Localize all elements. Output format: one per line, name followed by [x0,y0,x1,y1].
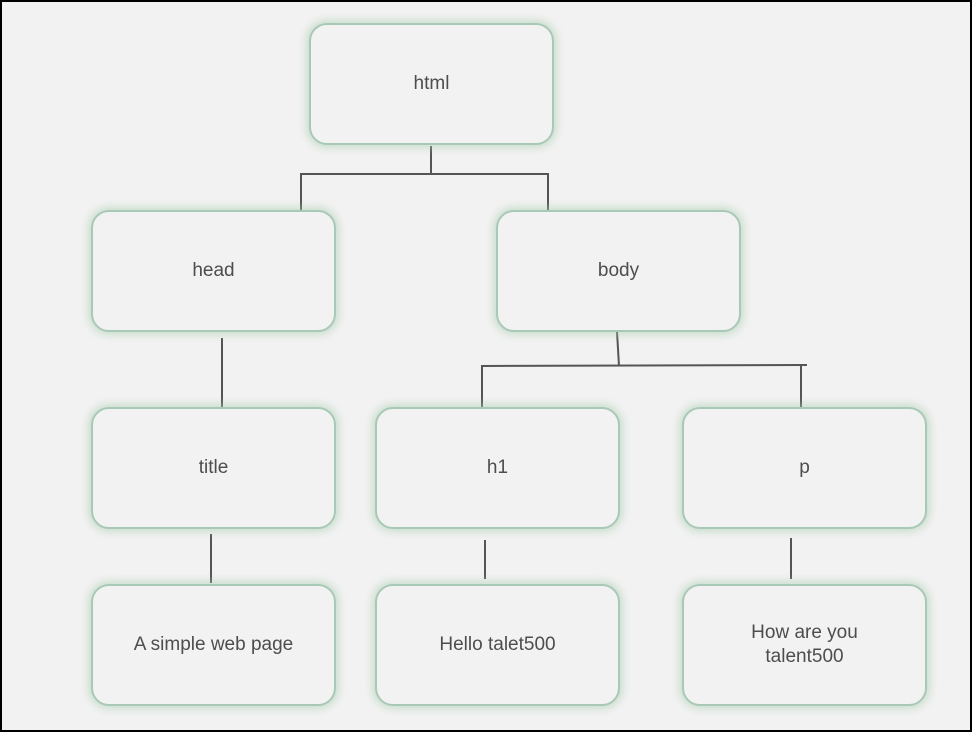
node-title-text-label: A simple web page [133,634,294,655]
node-body-label: body [597,260,640,281]
node-title: title [91,407,336,529]
node-h1-text-label: Hello talet500 [439,634,556,655]
node-p-label: p [799,457,810,478]
node-html-label: html [413,73,450,94]
node-h1-text: Hello talet500 [375,584,620,706]
node-html: html [309,23,554,145]
node-title-label: title [198,457,229,478]
connector-body-stem [616,331,620,367]
node-title-text: A simple web page [91,584,336,706]
node-head: head [91,210,336,332]
node-head-label: head [192,260,235,281]
node-h1-label: h1 [486,457,509,478]
node-body: body [496,210,741,332]
node-p: p [682,407,927,529]
node-p-text-label: How are you talent500 [751,622,858,667]
node-h1: h1 [375,407,620,529]
node-p-text: How are you talent500 [682,584,927,706]
connector-body-bar [480,364,808,367]
